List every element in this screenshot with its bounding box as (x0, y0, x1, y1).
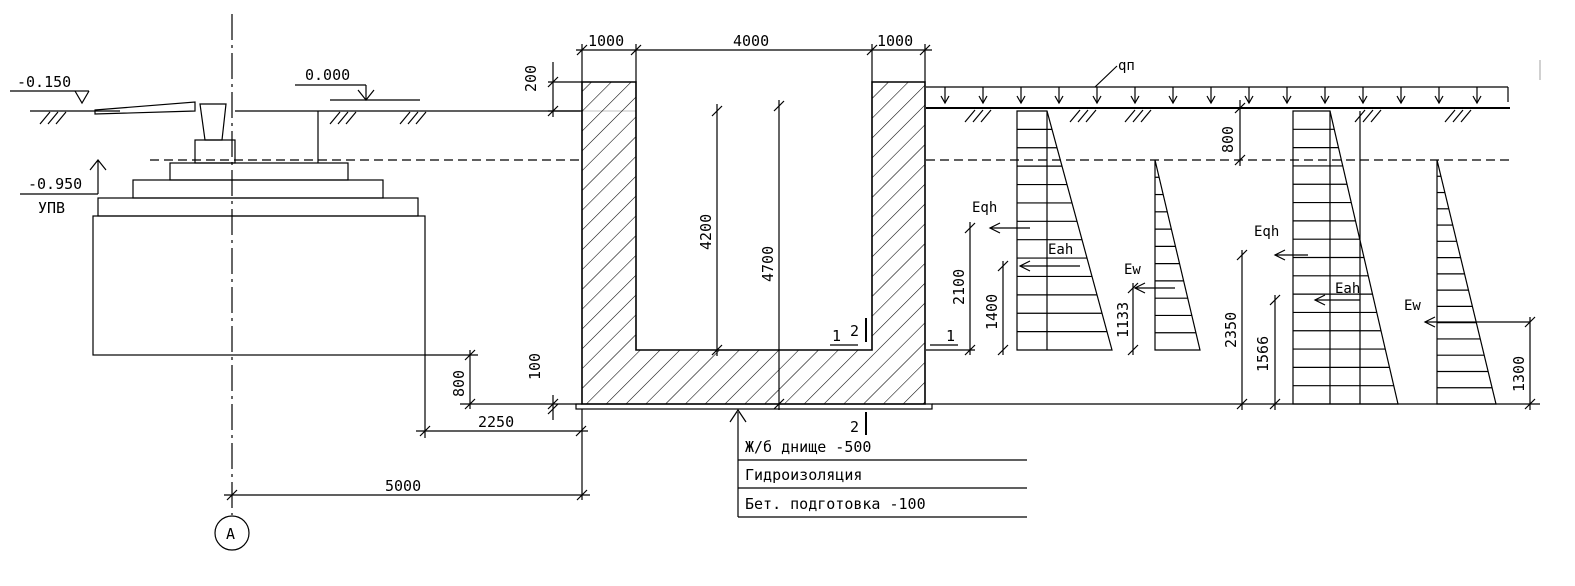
soil-pressure-diagram-2 (1292, 110, 1399, 405)
dim-top-offset: 200 (522, 65, 540, 92)
surcharge-arrowhead (1054, 95, 1064, 105)
ew-label-2: Ew (1404, 298, 1421, 314)
level-groundwater-label: УПВ (38, 199, 65, 217)
top-dimensions: 1000 4000 1000 200 (522, 32, 932, 117)
dim-ew-height-2: 1300 (1510, 356, 1528, 392)
surcharge-arrowhead (1168, 95, 1178, 105)
soil-pressure-diagram-1-outline (1016, 110, 1113, 351)
section-mark-1b: 1 (946, 327, 955, 345)
u-channel (575, 81, 933, 410)
surcharge-arrowhead (1244, 95, 1254, 105)
surcharge-arrowhead (1130, 95, 1140, 105)
soil-pressure-diagram-1 (1016, 110, 1113, 351)
surcharge-load: qп (926, 58, 1509, 105)
dim-clear-distance: 2250 (478, 413, 514, 431)
surcharge-arrowhead (1092, 95, 1102, 105)
layer-concrete-prep: Бет. подготовка -100 (745, 495, 926, 513)
surcharge-arrowhead (1434, 95, 1444, 105)
surcharge-arrowhead (1396, 95, 1406, 105)
ground-hatch-ticks (39, 109, 1472, 125)
surcharge-arrowhead (1320, 95, 1330, 105)
axis-label: А (226, 525, 235, 543)
dim-footing-gap: 800 (450, 370, 468, 397)
dim-wall-left: 1000 (588, 32, 624, 50)
layer-waterproofing: Гидроизоляция (745, 466, 862, 484)
ew-label-1: Ew (1124, 262, 1141, 278)
surcharge-arrowhead (940, 95, 950, 105)
level-ground-left: -0.150 (17, 73, 71, 91)
load-labels: Eqh Eah Ew Eqh Eah Ew (972, 200, 1530, 328)
surcharge-arrowhead (1358, 95, 1368, 105)
load-height-dimensions: 2100 1400 1133 2350 1566 1300 (926, 222, 1540, 410)
dim-inner-width: 4000 (733, 32, 769, 50)
surcharge-arrowhead (1472, 95, 1482, 105)
dim-total-height: 4700 (759, 246, 777, 282)
dim-water-depth: 800 (1219, 126, 1237, 153)
ground-lines (30, 107, 1510, 125)
eqh-label-2: Eqh (1254, 224, 1279, 240)
layer-callout: Ж/б днище -500 Гидроизоляция Бет. подгот… (729, 408, 1027, 518)
section-mark-1a: 1 (832, 327, 841, 345)
dim-slab-gap: 100 (526, 353, 544, 380)
layer-slab: Ж/б днище -500 (745, 438, 871, 456)
level-zero: 0.000 (305, 66, 350, 84)
dim-eqh-height-2: 2350 (1222, 312, 1240, 348)
left-foundation (92, 101, 426, 356)
water-pressure-diagram-2 (1436, 159, 1497, 405)
level-mark-groundwater: -0.950 УПВ (20, 159, 107, 217)
eqh-label-1: Eqh (972, 200, 997, 216)
dim-ew-height-1: 1133 (1114, 302, 1132, 338)
section-mark-2a: 2 (850, 322, 859, 340)
level-mark-zero: 0.000 (295, 66, 420, 101)
dim-axis-distance: 5000 (385, 477, 421, 495)
section-mark-2b: 2 (850, 418, 859, 436)
eah-label-2: Eah (1335, 281, 1360, 297)
water-pressure-diagram-2-outline (1436, 159, 1497, 405)
level-mark-left: -0.150 (10, 73, 90, 105)
bottom-left-dimensions: 800 100 2250 5000 (224, 349, 590, 501)
level-groundwater: -0.950 (28, 175, 82, 193)
dim-eqh-height-1: 2100 (950, 269, 968, 305)
section-marks: 1 2 1 2 (830, 318, 958, 436)
water-pressure-diagram-1-outline (1154, 159, 1201, 351)
surcharge-arrowhead (978, 95, 988, 105)
dim-eah-height-1: 1400 (983, 294, 1001, 330)
eah-label-1: Eah (1048, 242, 1073, 258)
surcharge-arrowhead (1016, 95, 1026, 105)
dim-wall-right: 1000 (877, 32, 913, 50)
surcharge-arrowhead (1282, 95, 1292, 105)
ground-right-dim: 800 (1219, 100, 1246, 166)
water-pressure-diagram-1 (1154, 159, 1201, 351)
dim-eah-height-2: 1566 (1254, 336, 1272, 372)
inner-dimensions: 4200 4700 (697, 100, 785, 410)
dim-inner-height: 4200 (697, 214, 715, 250)
surcharge-arrowhead (1206, 95, 1216, 105)
pressure-diagrams (1016, 110, 1497, 405)
surcharge-label: qп (1118, 58, 1135, 74)
axis-a: А (214, 14, 250, 551)
